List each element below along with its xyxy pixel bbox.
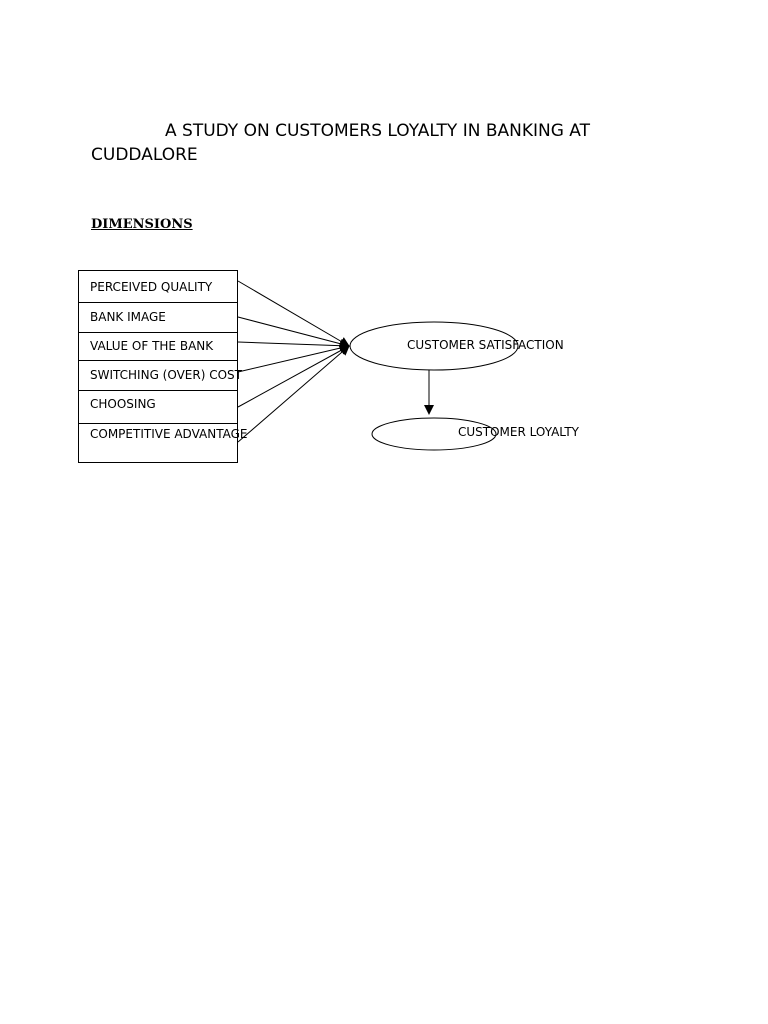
dimension-competitive-advantage: COMPETITIVE ADVANTAGE xyxy=(78,423,247,461)
dimension-value-of-the-bank: VALUE OF THE BANK xyxy=(78,332,238,360)
dimension-label: PERCEIVED QUALITY xyxy=(90,280,213,294)
dimension-label: CHOOSING xyxy=(90,397,156,411)
edge-competitive-advantage-to-satisfaction xyxy=(237,345,350,443)
section-heading-dimensions: DIMENSIONS xyxy=(91,217,193,232)
customer-satisfaction-ellipse xyxy=(349,321,519,371)
dimension-label: SWITCHING (OVER) COST xyxy=(90,368,242,382)
customer-satisfaction-label: CUSTOMER SATISFACTION xyxy=(407,338,564,352)
dimensions-box xyxy=(78,270,238,463)
document-title: A STUDY ON CUSTOMERS LOYALTY IN BANKING … xyxy=(91,121,590,165)
dimension-label: BANK IMAGE xyxy=(90,310,166,324)
dimension-switching-cost: SWITCHING (OVER) COST xyxy=(78,360,242,390)
edge-value-of-the-bank-to-satisfaction xyxy=(237,340,350,351)
customer-loyalty-label: CUSTOMER LOYALTY xyxy=(458,425,579,439)
dimension-perceived-quality: PERCEIVED QUALITY xyxy=(78,270,238,302)
customer-loyalty-ellipse xyxy=(371,417,497,451)
dimension-label: VALUE OF THE BANK xyxy=(90,339,214,353)
dimension-bank-image: BANK IMAGE xyxy=(78,302,238,332)
edge-perceived-quality-to-satisfaction xyxy=(237,280,350,347)
edge-switching-cost-to-satisfaction xyxy=(237,343,350,373)
dimension-choosing: CHOOSING xyxy=(78,390,238,423)
edge-choosing-to-satisfaction xyxy=(237,345,350,408)
edge-bank-image-to-satisfaction xyxy=(237,316,350,349)
dimension-label: COMPETITIVE ADVANTAGE xyxy=(90,427,248,441)
